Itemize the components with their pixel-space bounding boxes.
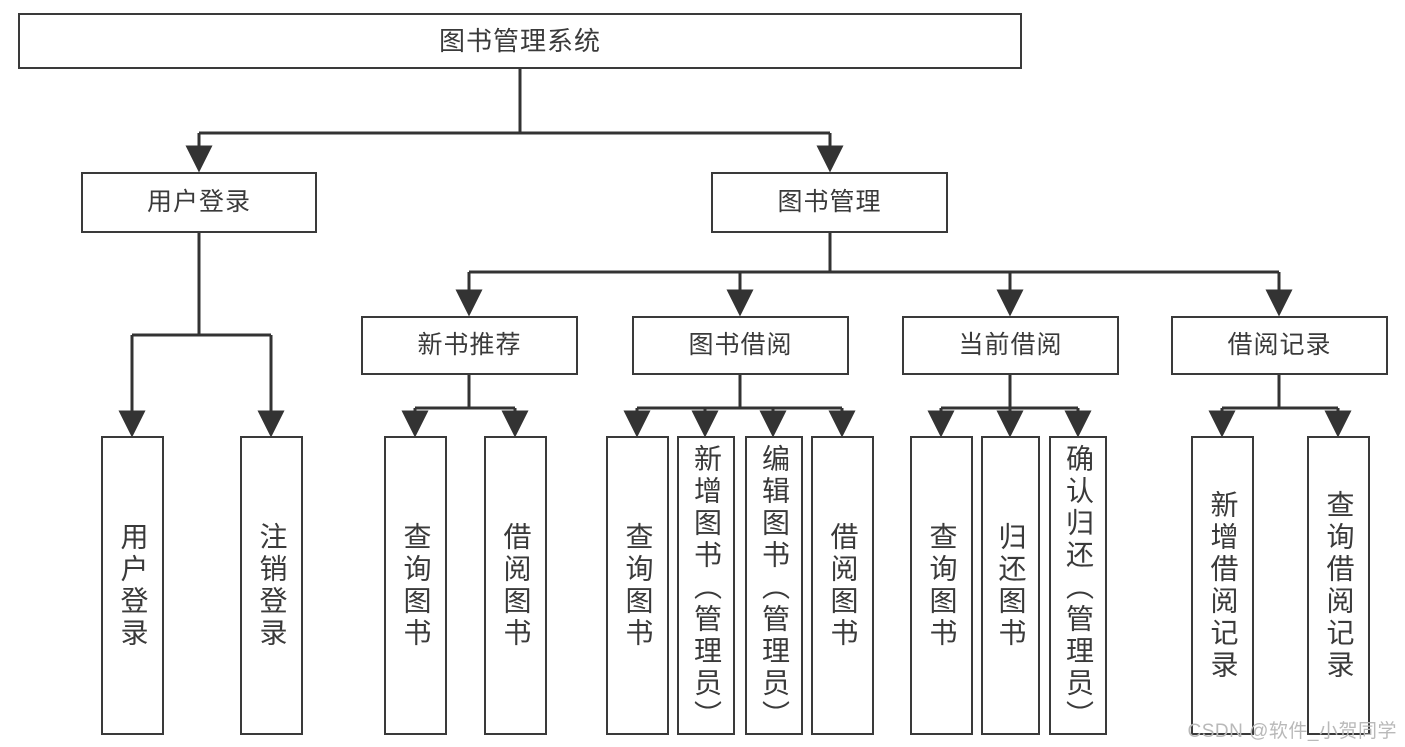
node-label: 新增图书（管理员） [691, 444, 722, 732]
node-label: 图书管理 [777, 187, 882, 216]
vertical-text-wrap: 借阅图书 [813, 438, 872, 733]
vertical-text-wrap: 借阅图书 [486, 438, 545, 733]
node-leaf-borrow-book-2[interactable]: 借阅图书 [811, 436, 874, 735]
node-leaf-add-book-admin[interactable]: 新增图书（管理员） [677, 436, 735, 735]
node-leaf-user-login[interactable]: 用户登录 [101, 436, 164, 735]
node-root-book-management-system[interactable]: 图书管理系统 [18, 13, 1022, 69]
node-label: 图书管理系统 [438, 25, 601, 56]
node-label: 查询图书 [622, 521, 654, 650]
vertical-text-wrap: 新增借阅记录 [1193, 438, 1252, 733]
node-leaf-query-borrow-record[interactable]: 查询借阅记录 [1307, 436, 1370, 735]
node-label: 查询图书 [926, 521, 958, 650]
node-leaf-query-book-1[interactable]: 查询图书 [384, 436, 447, 735]
node-label: 当前借阅 [958, 330, 1063, 359]
node-leaf-user-logout[interactable]: 注销登录 [240, 436, 303, 735]
node-borrow-record[interactable]: 借阅记录 [1171, 316, 1388, 375]
node-new-book-recommend[interactable]: 新书推荐 [361, 316, 578, 375]
vertical-text-wrap: 用户登录 [103, 438, 162, 733]
node-leaf-return-book[interactable]: 归还图书 [981, 436, 1040, 735]
node-book-management[interactable]: 图书管理 [711, 172, 948, 233]
vertical-text-wrap: 确认归还（管理员） [1051, 438, 1105, 739]
node-current-borrow[interactable]: 当前借阅 [902, 316, 1119, 375]
node-user-login[interactable]: 用户登录 [81, 172, 317, 233]
node-label: 借阅记录 [1227, 330, 1332, 359]
node-label: 图书借阅 [688, 330, 793, 359]
node-leaf-add-borrow-record[interactable]: 新增借阅记录 [1191, 436, 1254, 735]
node-label: 注销登录 [256, 521, 288, 650]
vertical-text-wrap: 新增图书（管理员） [679, 438, 733, 739]
node-label: 借阅图书 [827, 521, 859, 650]
node-leaf-borrow-book-1[interactable]: 借阅图书 [484, 436, 547, 735]
node-leaf-edit-book-admin[interactable]: 编辑图书（管理员） [745, 436, 803, 735]
node-label: 用户登录 [117, 521, 149, 650]
node-label: 借阅图书 [500, 521, 532, 650]
node-leaf-query-book-2[interactable]: 查询图书 [606, 436, 669, 735]
node-label: 查询借阅记录 [1323, 489, 1355, 682]
vertical-text-wrap: 查询借阅记录 [1309, 438, 1368, 733]
node-label: 用户登录 [146, 187, 251, 216]
node-leaf-query-book-3[interactable]: 查询图书 [910, 436, 973, 735]
vertical-text-wrap: 归还图书 [983, 438, 1038, 733]
node-label: 新书推荐 [417, 330, 522, 359]
node-label: 归还图书 [995, 521, 1027, 650]
vertical-text-wrap: 注销登录 [242, 438, 301, 733]
node-label: 编辑图书（管理员） [759, 444, 790, 732]
node-label: 查询图书 [400, 521, 432, 650]
vertical-text-wrap: 查询图书 [386, 438, 445, 733]
node-label: 新增借阅记录 [1207, 489, 1239, 682]
vertical-text-wrap: 编辑图书（管理员） [747, 438, 801, 739]
node-leaf-confirm-return-admin[interactable]: 确认归还（管理员） [1049, 436, 1107, 735]
vertical-text-wrap: 查询图书 [912, 438, 971, 733]
node-label: 确认归还（管理员） [1063, 444, 1094, 732]
vertical-text-wrap: 查询图书 [608, 438, 667, 733]
node-book-borrow[interactable]: 图书借阅 [632, 316, 849, 375]
csdn-watermark: CSDN @软件_小贺同学 [1187, 721, 1397, 742]
